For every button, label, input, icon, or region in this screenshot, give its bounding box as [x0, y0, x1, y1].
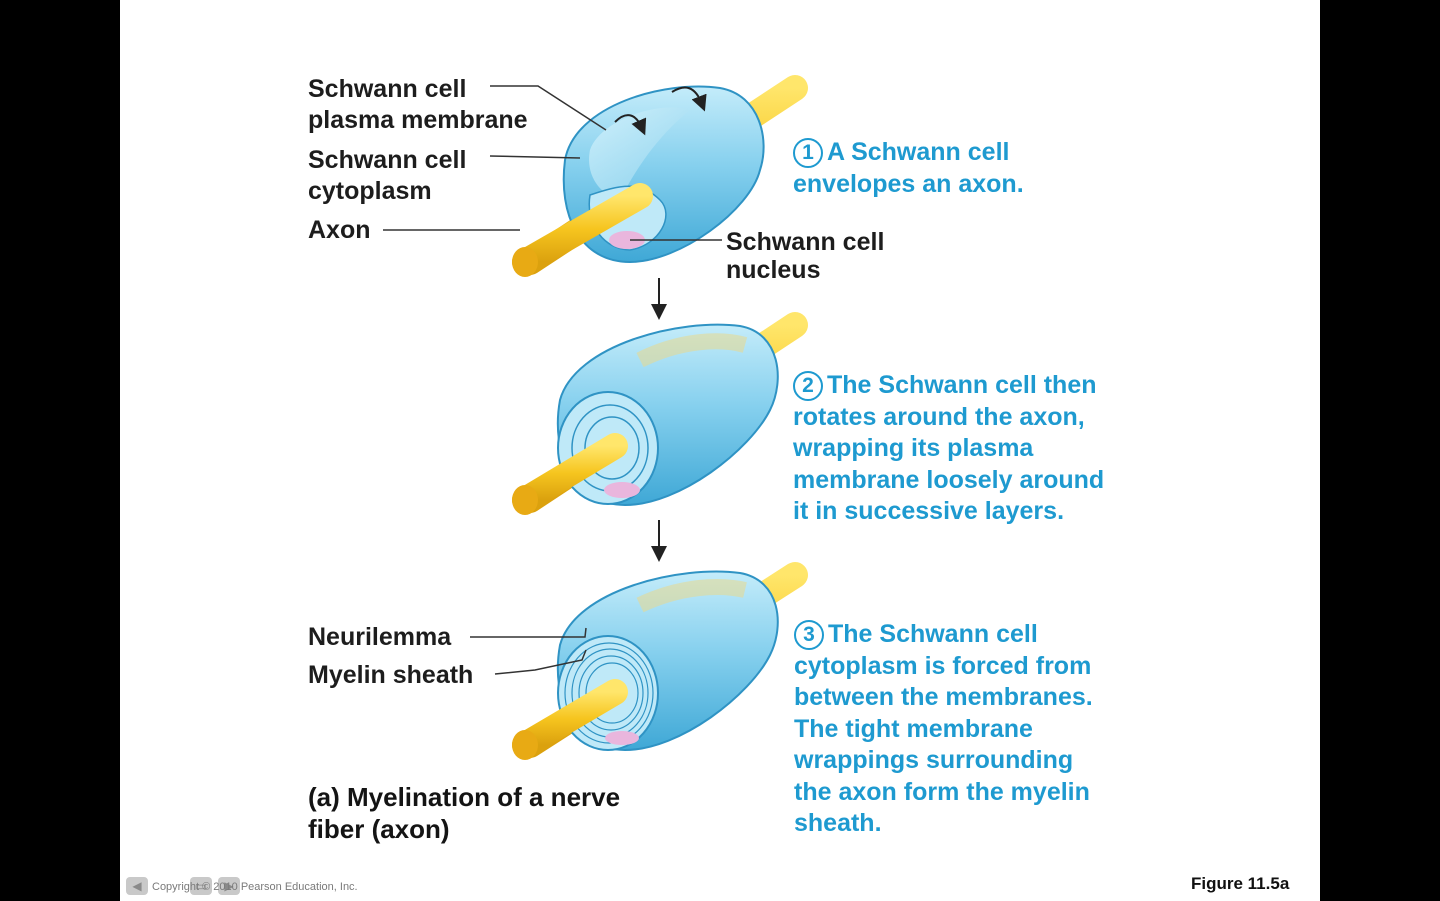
step-3-number: 3: [794, 620, 824, 650]
nucleus-label: Schwann cell nucleus: [726, 228, 884, 284]
axon-cut-end: [512, 247, 538, 277]
step-3-line-2: cytoplasm is forced from: [794, 651, 1092, 680]
figure-number: Figure 11.5a: [1191, 874, 1290, 893]
stage-1-drawing: [512, 75, 808, 277]
cytoplasm-label: Schwann cell cytoplasm: [308, 145, 466, 207]
slide-nav-prev-icon[interactable]: ◀: [126, 877, 148, 895]
step-3-line-7: sheath.: [794, 809, 882, 837]
slide-nav-next-icon[interactable]: ▶: [218, 877, 240, 895]
axon-label: Axon: [308, 215, 371, 246]
copyright-text: Copyright © 2010 Pearson Education, Inc.: [152, 881, 358, 893]
plasma-membrane-label-line-1: Schwann cell: [308, 75, 467, 103]
stage-2-drawing: [512, 312, 808, 515]
stage-3-drawing: [512, 562, 808, 760]
nucleus-label-line-1: Schwann cell: [726, 228, 885, 256]
step-2-line-5: it in successive layers.: [793, 497, 1065, 525]
step-1-number: 1: [793, 138, 823, 168]
nucleus-label-line-2: nucleus: [726, 256, 821, 284]
neurilemma-label-text: Neurilemma: [308, 623, 452, 651]
step-1-line-2: envelopes an axon.: [793, 169, 1024, 198]
curved-arrow-icon: [614, 114, 647, 136]
neurilemma-label: Neurilemma: [308, 622, 451, 653]
leader-lines: [383, 85, 722, 675]
figure-caption: (a) Myelination of a nerve fiber (axon): [308, 781, 620, 845]
slide: Schwann cell plasma membrane Schwann cel…: [120, 0, 1320, 901]
cytoplasm-label-line-2: cytoplasm: [308, 177, 432, 205]
myelin-sheath-label: Myelin sheath: [308, 660, 473, 691]
step-2-line-1: The Schwann cell then: [827, 371, 1097, 399]
step-1-line-1: A Schwann cell: [827, 138, 1010, 166]
step-2-number: 2: [793, 371, 823, 401]
nucleus-shape: [609, 231, 645, 249]
step-3-line-5: wrappings surrounding: [794, 746, 1074, 774]
step-3-line-4: The tight membrane: [794, 714, 1033, 743]
curved-arrow-icon: [671, 86, 707, 112]
cytoplasm-label-line-1: Schwann cell: [308, 146, 467, 174]
step-3-line-6: the axon form the myelin: [794, 777, 1090, 806]
step-2-line-3: wrapping its plasma: [793, 434, 1034, 462]
plasma-membrane-label-line-2: plasma membrane: [308, 106, 528, 134]
step-2-line-2: rotates around the axon,: [793, 402, 1085, 431]
myelination-illustration: [383, 75, 808, 760]
slide-menu-icon[interactable]: ▭: [190, 877, 212, 895]
step-3-line-3: between the membranes.: [794, 683, 1093, 711]
plasma-membrane-label: Schwann cell plasma membrane: [308, 74, 528, 136]
caption-line-1: (a) Myelination of a nerve: [308, 782, 621, 812]
myelin-sheath-label-text: Myelin sheath: [308, 661, 474, 689]
axon-label-text: Axon: [308, 216, 371, 244]
step-2-line-4: membrane loosely around: [793, 465, 1105, 494]
caption-line-2: fiber (axon): [308, 814, 450, 844]
step-3-line-1: The Schwann cell: [828, 620, 1038, 648]
